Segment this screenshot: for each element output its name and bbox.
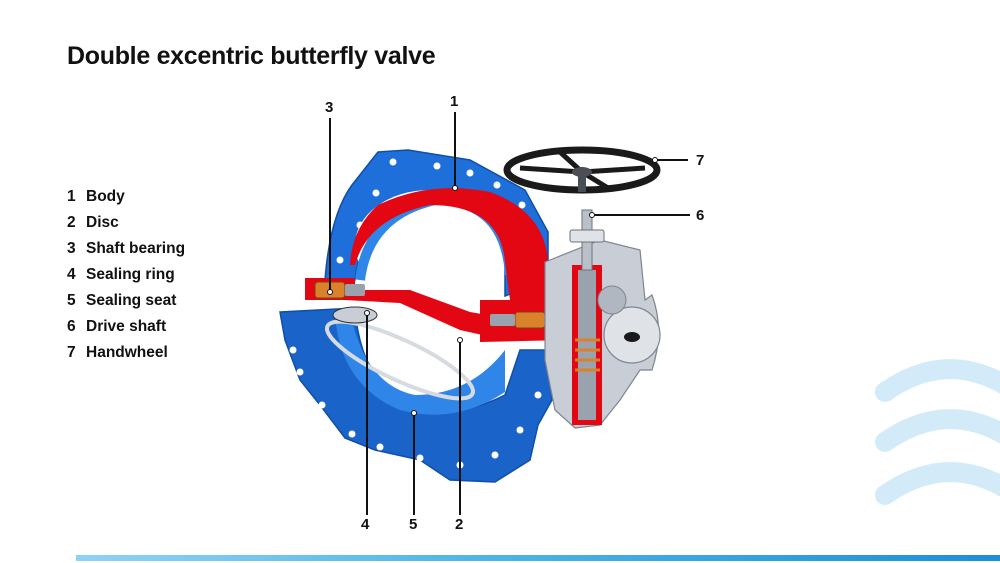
parts-legend: 1 Body 2 Disc 3 Shaft bearing 4 Sealing ring… [67,186,185,368]
legend-label: Sealing ring [86,266,175,283]
legend-label: Handwheel [86,344,168,361]
legend-item-drive-shaft: 6 Drive shaft [67,316,185,342]
legend-label: Shaft bearing [86,240,186,257]
legend-number: 7 [67,344,76,361]
legend-item-disc: 2 Disc [67,212,185,238]
page-title: Double excentric butterfly valve [67,42,436,70]
callout-sealing-seat: 5 [409,516,418,533]
callout-handwheel: 7 [696,152,705,169]
legend-number: 6 [67,318,76,335]
bolt-holes [289,158,542,469]
drive-shaft [569,209,605,271]
callout-sealing-ring: 4 [361,516,370,533]
legend-item-handwheel: 7 Handwheel [67,342,185,368]
callout-leader-lines [329,112,690,515]
legend-item-sealing-seat: 5 Sealing seat [67,290,185,316]
handwheel [503,146,661,194]
legend-label: Sealing seat [86,292,177,309]
callout-drive-shaft: 6 [696,207,705,224]
legend-label: Body [86,188,125,205]
callout-shaft-bearing: 3 [325,99,334,116]
legend-item-sealing-ring: 4 Sealing ring [67,264,185,290]
legend-number: 5 [67,292,76,309]
legend-label: Drive shaft [86,318,167,335]
legend-label: Disc [86,214,119,231]
legend-number: 2 [67,214,76,231]
gearbox [544,239,661,429]
legend-item-body: 1 Body [67,186,185,212]
legend-number: 1 [67,188,76,205]
wave-decoration [875,359,1000,505]
bottom-accent-bar [76,555,1000,561]
callout-dots [327,157,658,416]
callout-disc: 2 [455,516,464,533]
callout-body: 1 [450,93,459,110]
legend-number: 4 [67,266,76,283]
legend-number: 3 [67,240,76,257]
legend-item-shaft-bearing: 3 Shaft bearing [67,238,185,264]
